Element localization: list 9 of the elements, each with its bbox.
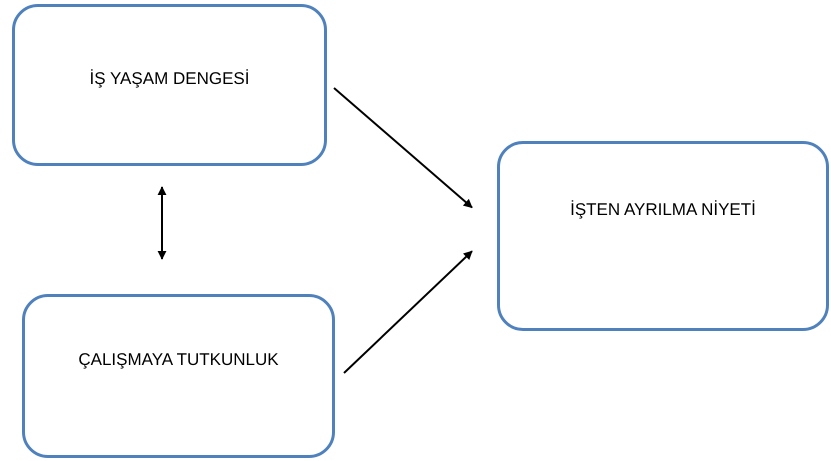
rounded-box <box>497 141 829 331</box>
box-label: İŞTEN AYRILMA NİYETİ <box>570 199 756 222</box>
rounded-box <box>22 294 335 458</box>
arrow <box>333 87 473 208</box>
rounded-box <box>12 4 327 166</box>
arrow <box>158 186 166 260</box>
box-label: İŞ YAŞAM DENGESİ <box>90 68 250 90</box>
arrow <box>343 250 473 374</box>
box-label: ÇALIŞMAYA TUTKUNLUK <box>78 349 279 372</box>
